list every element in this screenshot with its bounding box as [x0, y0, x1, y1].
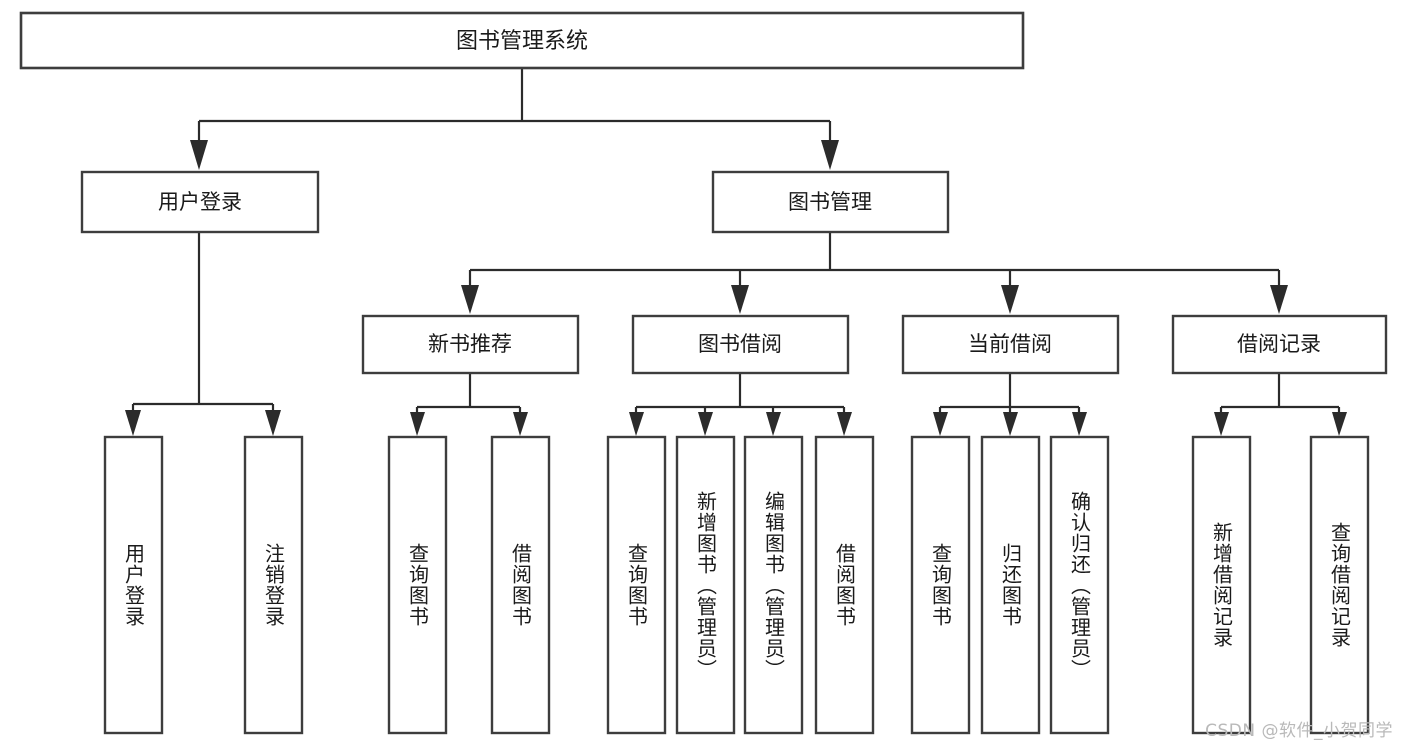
- node-user-login-label: 用户登录: [158, 190, 242, 214]
- connector-layer: [125, 69, 1347, 436]
- leaf-box-book-borrow-4[interactable]: [814, 435, 875, 735]
- arrow-to-borrow-record: [1270, 285, 1288, 314]
- node-new-book-recommend-box: [361, 314, 580, 375]
- arrow-root-to-book-manage: [821, 140, 839, 170]
- csdn-watermark: CSDN @软件_小贺同学: [1205, 721, 1393, 741]
- leaf-box-book-borrow-2[interactable]: [675, 435, 736, 735]
- arrow-new-book-leaf-1: [410, 412, 425, 436]
- node-borrow-record-box: [1171, 314, 1388, 375]
- node-current-borrow-label: 当前借阅: [968, 332, 1052, 356]
- arrow-user-login-leaf-2: [265, 410, 281, 436]
- node-book-borrow-box: [631, 314, 850, 375]
- leaf-box-current-borrow-3[interactable]: [1049, 435, 1110, 735]
- node-user-login[interactable]: 用户登录: [80, 170, 320, 234]
- leaf-box-book-borrow-1[interactable]: [606, 435, 667, 735]
- node-new-book-recommend[interactable]: 新书推荐: [361, 314, 580, 375]
- node-user-login-box: [80, 170, 320, 234]
- leaf-box-current-borrow-2[interactable]: [980, 435, 1041, 735]
- node-current-borrow[interactable]: 当前借阅: [901, 314, 1120, 375]
- arrow-current-borrow-leaf-3: [1072, 412, 1087, 436]
- arrow-borrow-record-leaf-2: [1332, 412, 1347, 436]
- node-borrow-record-label: 借阅记录: [1237, 332, 1321, 356]
- leaf-box-borrow-record-2[interactable]: [1309, 435, 1370, 735]
- leaf-box-user-login-2[interactable]: [243, 435, 304, 735]
- arrow-current-borrow-leaf-2: [1003, 412, 1018, 436]
- arrow-borrow-record-leaf-1: [1214, 412, 1229, 436]
- arrow-to-new-book-recommend: [461, 285, 479, 314]
- arrow-book-borrow-leaf-4: [837, 412, 852, 436]
- arrow-to-book-borrow: [731, 285, 749, 314]
- leaf-box-current-borrow-1[interactable]: [910, 435, 971, 735]
- leaf-box-user-login-1[interactable]: [103, 435, 164, 735]
- arrow-to-current-borrow: [1001, 285, 1019, 314]
- node-root-box: [19, 11, 1025, 70]
- node-book-management[interactable]: 图书管理: [711, 170, 950, 234]
- leaf-box-borrow-record-1[interactable]: [1191, 435, 1252, 735]
- node-root-label: 图书管理系统: [456, 29, 588, 54]
- node-book-borrow[interactable]: 图书借阅: [631, 314, 850, 375]
- arrow-root-to-user-login: [190, 140, 208, 170]
- arrow-book-borrow-leaf-2: [698, 412, 713, 436]
- node-root-book-management-system[interactable]: 图书管理系统: [19, 11, 1025, 70]
- node-book-management-label: 图书管理: [788, 190, 872, 214]
- arrow-book-borrow-leaf-3: [766, 412, 781, 436]
- leaf-box-book-borrow-3[interactable]: [743, 435, 804, 735]
- arrow-book-borrow-leaf-1: [629, 412, 644, 436]
- node-borrow-record[interactable]: 借阅记录: [1171, 314, 1388, 375]
- node-new-book-recommend-label: 新书推荐: [428, 332, 512, 356]
- leaf-box-new-book-1[interactable]: [387, 435, 448, 735]
- leaf-box-new-book-2[interactable]: [490, 435, 551, 735]
- arrow-user-login-leaf-1: [125, 410, 141, 436]
- node-book-borrow-label: 图书借阅: [698, 332, 782, 356]
- node-book-management-box: [711, 170, 950, 234]
- arrow-current-borrow-leaf-1: [933, 412, 948, 436]
- node-current-borrow-box: [901, 314, 1120, 375]
- arrow-new-book-leaf-2: [513, 412, 528, 436]
